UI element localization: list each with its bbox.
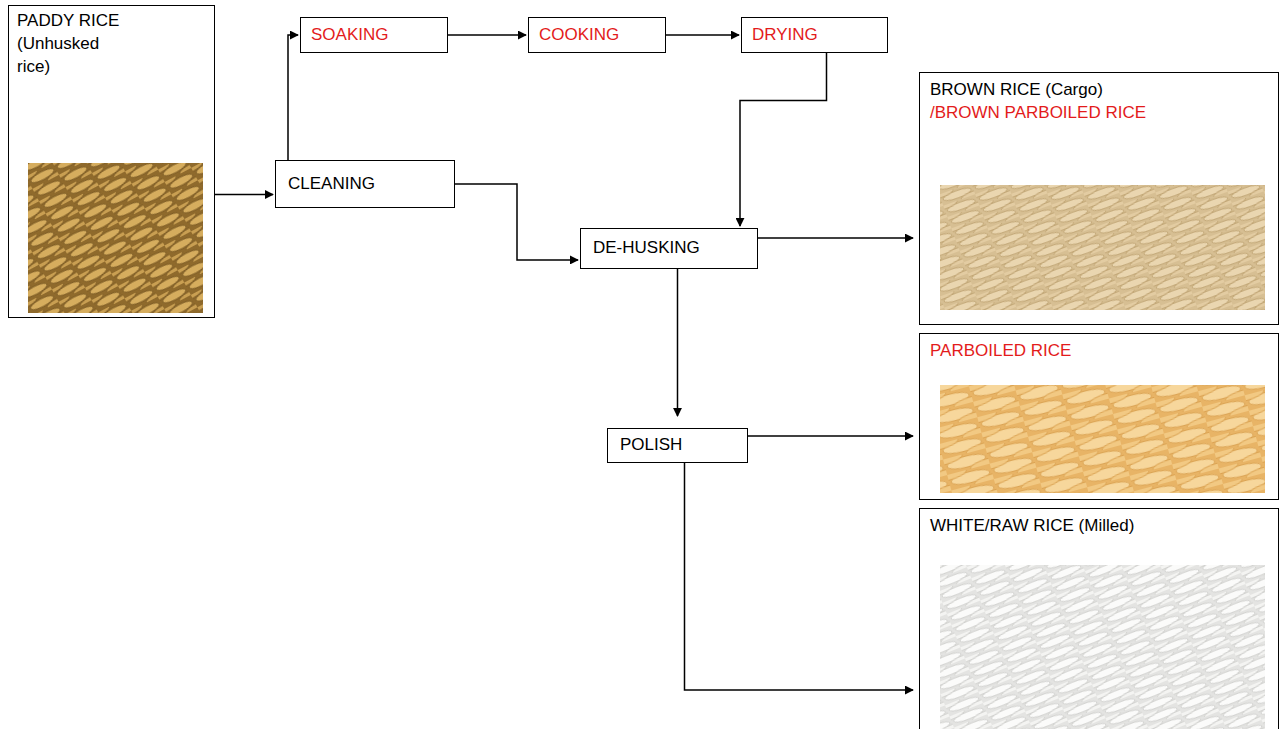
flow-arrow bbox=[215, 194, 273, 196]
node-label: WHITE/RAW RICE (Milled) bbox=[930, 515, 1134, 538]
node-label: BROWN RICE (Cargo) bbox=[930, 79, 1103, 102]
parboiled-rice-photo bbox=[940, 385, 1265, 493]
process-box: DRYING bbox=[741, 17, 888, 53]
process-box: POLISH bbox=[607, 428, 748, 463]
process-box: COOKING bbox=[528, 17, 666, 53]
product-box: PARBOILED RICE bbox=[919, 333, 1279, 500]
flow-arrow bbox=[666, 34, 739, 36]
product-box: WHITE/RAW RICE (Milled) bbox=[919, 508, 1279, 729]
node-label: PADDY RICE (Unhusked rice) bbox=[17, 10, 129, 79]
flow-arrow bbox=[748, 435, 913, 437]
process-box: CLEANING bbox=[275, 160, 455, 208]
product-box: BROWN RICE (Cargo)/BROWN PARBOILED RICE bbox=[919, 72, 1279, 325]
flow-arrow bbox=[288, 35, 298, 160]
node-label: DE-HUSKING bbox=[593, 237, 700, 260]
paddy-rice-photo bbox=[28, 163, 203, 313]
flow-arrow bbox=[677, 269, 679, 416]
node-label: /BROWN PARBOILED RICE bbox=[930, 102, 1146, 125]
white-rice-photo bbox=[940, 565, 1265, 729]
flow-arrow bbox=[740, 53, 827, 226]
flow-arrow bbox=[685, 463, 914, 690]
node-label: POLISH bbox=[620, 434, 682, 457]
source-box: PADDY RICE (Unhusked rice) bbox=[8, 5, 215, 318]
process-box: SOAKING bbox=[300, 17, 448, 53]
flow-arrow bbox=[758, 237, 913, 239]
node-label: SOAKING bbox=[311, 24, 388, 47]
node-label: COOKING bbox=[539, 24, 619, 47]
node-label: DRYING bbox=[752, 24, 818, 47]
process-box: DE-HUSKING bbox=[580, 228, 758, 269]
brown-rice-photo bbox=[940, 185, 1265, 310]
node-label: CLEANING bbox=[288, 173, 375, 196]
node-label: PARBOILED RICE bbox=[930, 340, 1071, 363]
flow-arrow bbox=[448, 34, 526, 36]
flow-arrow bbox=[455, 184, 578, 260]
